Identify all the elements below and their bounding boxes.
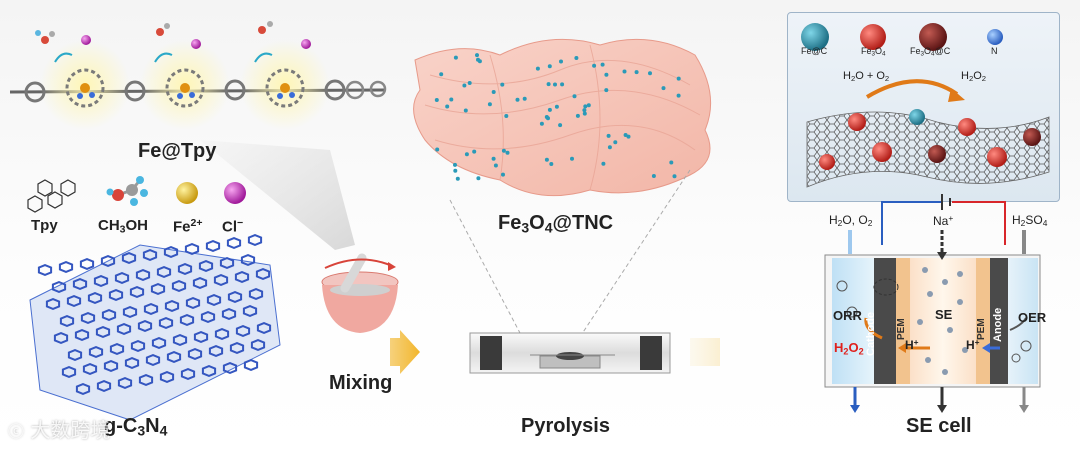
pem-right-label: PEM [976, 318, 987, 340]
mortar-icon [322, 258, 398, 333]
watermark: ⓒ 大数跨境 [8, 414, 110, 443]
tpy-icon [28, 180, 75, 212]
g-c3n4-label: g-C3N4 [104, 415, 167, 439]
fe-tpy-label: Fe@Tpy [138, 140, 216, 163]
methanol-label: CH3OH [98, 217, 148, 236]
se-cell-label: SE cell [906, 415, 972, 438]
pyrolysis-arrow [690, 330, 720, 374]
cathode-label: Cathode [865, 312, 877, 356]
g-c3n4-sheet [30, 235, 280, 420]
orr-label: ORR [833, 308, 862, 323]
h2o2-label: H2O2 [834, 340, 864, 356]
pyrolysis-label: Pyrolysis [521, 415, 610, 438]
fe-tpy-chain [26, 21, 385, 130]
methanol-icon [107, 176, 149, 206]
input-middle-label: Na+ [933, 213, 953, 228]
n-legend-label: N [991, 46, 998, 56]
oer-label: OER [1018, 310, 1046, 325]
input-left-label: H2O, O2 [829, 213, 872, 228]
fe2-ion-icon [176, 182, 198, 204]
fe3o4-tnc-label: Fe3O4@TNC [498, 212, 613, 236]
tube-furnace-icon [470, 333, 670, 373]
se-label: SE [935, 307, 952, 322]
fe3o4-legend-label: Fe3O4 [861, 46, 886, 58]
cl-label: Cl− [222, 217, 243, 235]
cl-ion-icon [224, 182, 246, 204]
fe-c-legend-label: Fe@C [801, 46, 827, 56]
fe2-label: Fe2+ [173, 217, 203, 235]
fe3o4-c-legend-label: Fe3O4@C [910, 46, 950, 58]
tpy-label: Tpy [31, 217, 58, 234]
h-plus-left-label: H+ [905, 337, 919, 352]
cathode-layer [874, 258, 896, 384]
inset-art [787, 12, 1059, 200]
reaction-input-label: H2O + O2 [843, 70, 889, 83]
pem-left-label: PEM [896, 318, 907, 340]
mixing-label: Mixing [329, 372, 392, 395]
input-right-label: H2SO4 [1012, 213, 1047, 228]
reaction-output-label: H2O2 [961, 70, 986, 83]
anode-label: Anode [992, 308, 1004, 342]
n-atom-icon [987, 29, 1003, 45]
mixing-arrow [390, 330, 420, 374]
